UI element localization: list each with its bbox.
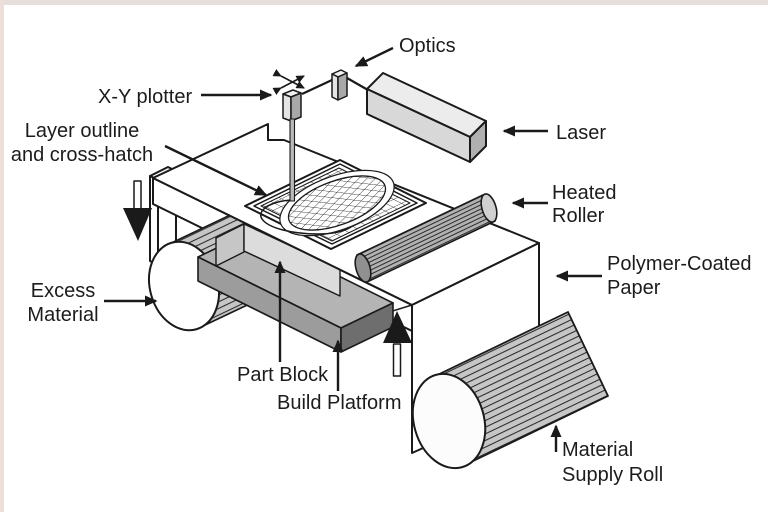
feed-down-arrow (123, 180, 152, 241)
label-polymer-paper-1: Polymer-Coated (607, 253, 752, 275)
beam-path (289, 77, 369, 202)
label-part-block: Part Block (237, 364, 329, 386)
label-material-supply-1: Material (562, 439, 633, 461)
label-material-supply-2: Supply Roll (562, 464, 663, 486)
heated-roller (354, 193, 498, 283)
page-left-edge-tint (0, 0, 4, 512)
page-top-edge-tint (0, 0, 768, 5)
labels: Optics X-Y plotter Layer outline and cro… (11, 35, 752, 486)
label-excess-material-1: Excess (31, 280, 95, 302)
label-laser: Laser (556, 122, 606, 144)
label-arrows (104, 46, 602, 452)
label-polymer-paper-2: Paper (607, 277, 661, 299)
crosshatch-window (244, 159, 427, 250)
xy-motion-arrows-icon (272, 68, 305, 96)
optics-arrow (354, 46, 394, 68)
part-block (215, 223, 342, 297)
label-heated-roller-1: Heated (552, 182, 617, 204)
label-heated-roller-2: Roller (552, 205, 605, 227)
label-layer-outline-2: and cross-hatch (11, 144, 153, 166)
machine-body (123, 68, 609, 470)
label-layer-outline-1: Layer outline (25, 120, 140, 142)
optics-module (331, 69, 348, 101)
roller-right-cap (480, 193, 498, 223)
material-supply-roll (411, 311, 609, 470)
label-xy-plotter: X-Y plotter (98, 86, 192, 108)
supply-roll-end-face (411, 372, 487, 470)
label-optics: Optics (399, 35, 456, 57)
layer-cross-section (287, 175, 387, 231)
laser-beam (289, 118, 296, 202)
feed-up-arrow (383, 311, 412, 377)
label-excess-material-2: Material (27, 304, 98, 326)
roller-left-cap (354, 253, 372, 283)
laser-box (366, 72, 487, 163)
layer-outline-arrow (164, 144, 268, 197)
label-build-platform: Build Platform (277, 392, 402, 414)
xy-plotter-head (282, 89, 302, 122)
laser-cut-path-curve (260, 199, 352, 235)
